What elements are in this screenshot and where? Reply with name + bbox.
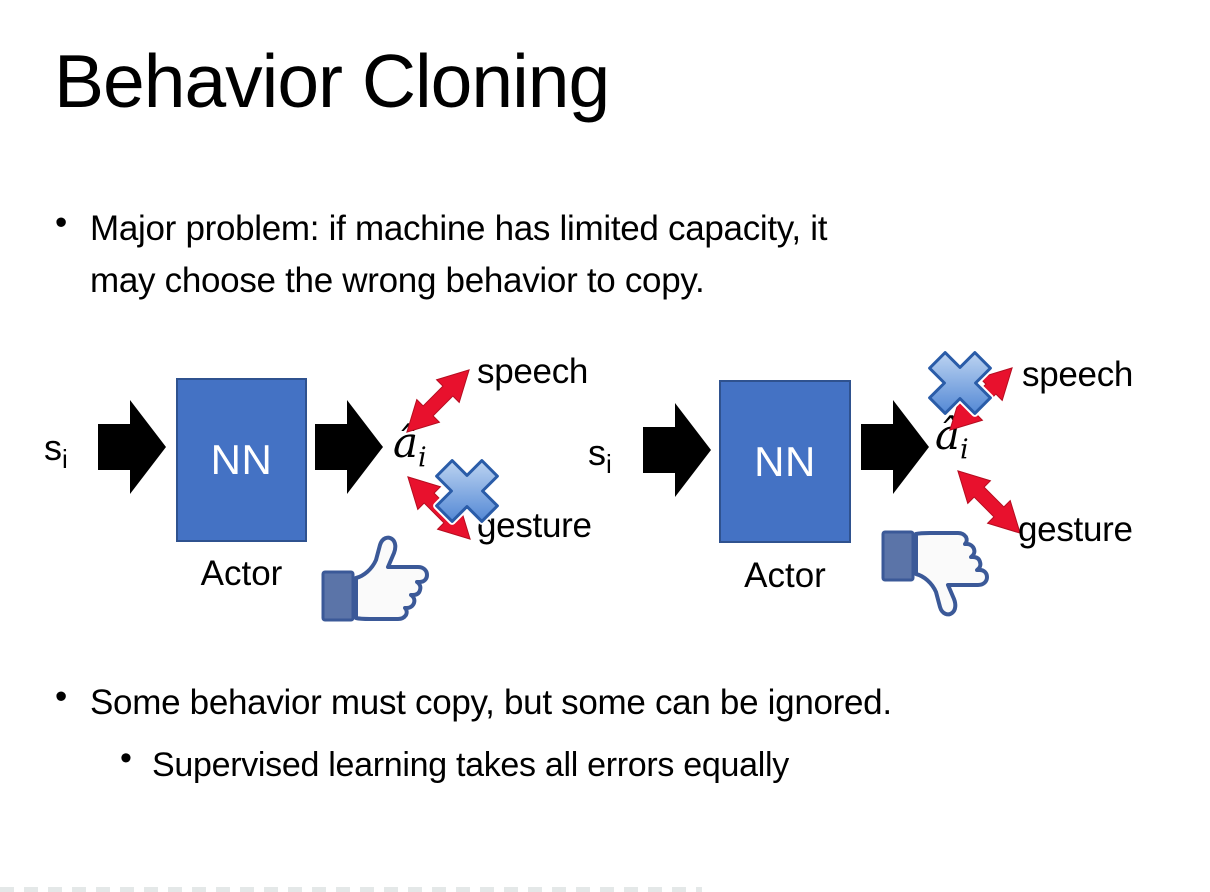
state-symbol: s <box>44 427 62 468</box>
right-input-arrow-icon <box>643 403 711 497</box>
clipped-bottom-artifact <box>0 887 702 892</box>
left-actor-label: Actor <box>200 554 283 593</box>
slide-title: Behavior Cloning <box>54 39 610 123</box>
left-speech-arrow-icon <box>406 369 470 433</box>
thumbs-up-icon <box>321 535 429 622</box>
bullet-some-behavior: Some behavior must copy, but some can be… <box>90 683 892 722</box>
right-output-arrow-icon <box>861 400 929 494</box>
left-nn-box: NN <box>176 378 307 542</box>
bullet-line-1: Major problem: if machine has limited ca… <box>90 209 828 248</box>
left-gesture-label: gesture <box>477 506 592 545</box>
right-speech-label: speech <box>1022 355 1134 394</box>
action-subscript: i <box>418 442 427 474</box>
bullet-major-problem: Major problem: if machine has limited ca… <box>90 203 827 307</box>
left-input-arrow-icon <box>98 400 166 494</box>
right-gesture-label: gesture <box>1018 510 1133 549</box>
thumbs-down-icon <box>881 530 989 617</box>
left-speech-label: speech <box>477 352 589 391</box>
state-subscript: i <box>62 444 68 475</box>
action-subscript: i <box>960 434 969 466</box>
state-subscript: i <box>606 449 612 480</box>
bullet-marker: • <box>55 203 68 242</box>
right-nn-box: NN <box>719 380 851 543</box>
right-gesture-arrow-icon <box>957 470 1021 534</box>
sub-bullet-marker: • <box>120 739 132 777</box>
bullet-marker: • <box>55 677 68 716</box>
right-cross-out-icon <box>926 349 994 417</box>
bullet-supervised-learning: Supervised learning takes all errors equ… <box>152 746 789 784</box>
left-state-label: si <box>44 427 68 475</box>
state-symbol: s <box>588 432 606 473</box>
bullet-line-2: may choose the wrong behavior to copy. <box>90 261 705 300</box>
left-cross-out-icon <box>433 457 501 525</box>
right-nn-label: NN <box>754 437 816 485</box>
right-actor-label: Actor <box>744 556 826 595</box>
right-state-label: si <box>588 432 612 480</box>
left-nn-label: NN <box>210 436 273 483</box>
left-output-arrow-icon <box>315 400 383 494</box>
